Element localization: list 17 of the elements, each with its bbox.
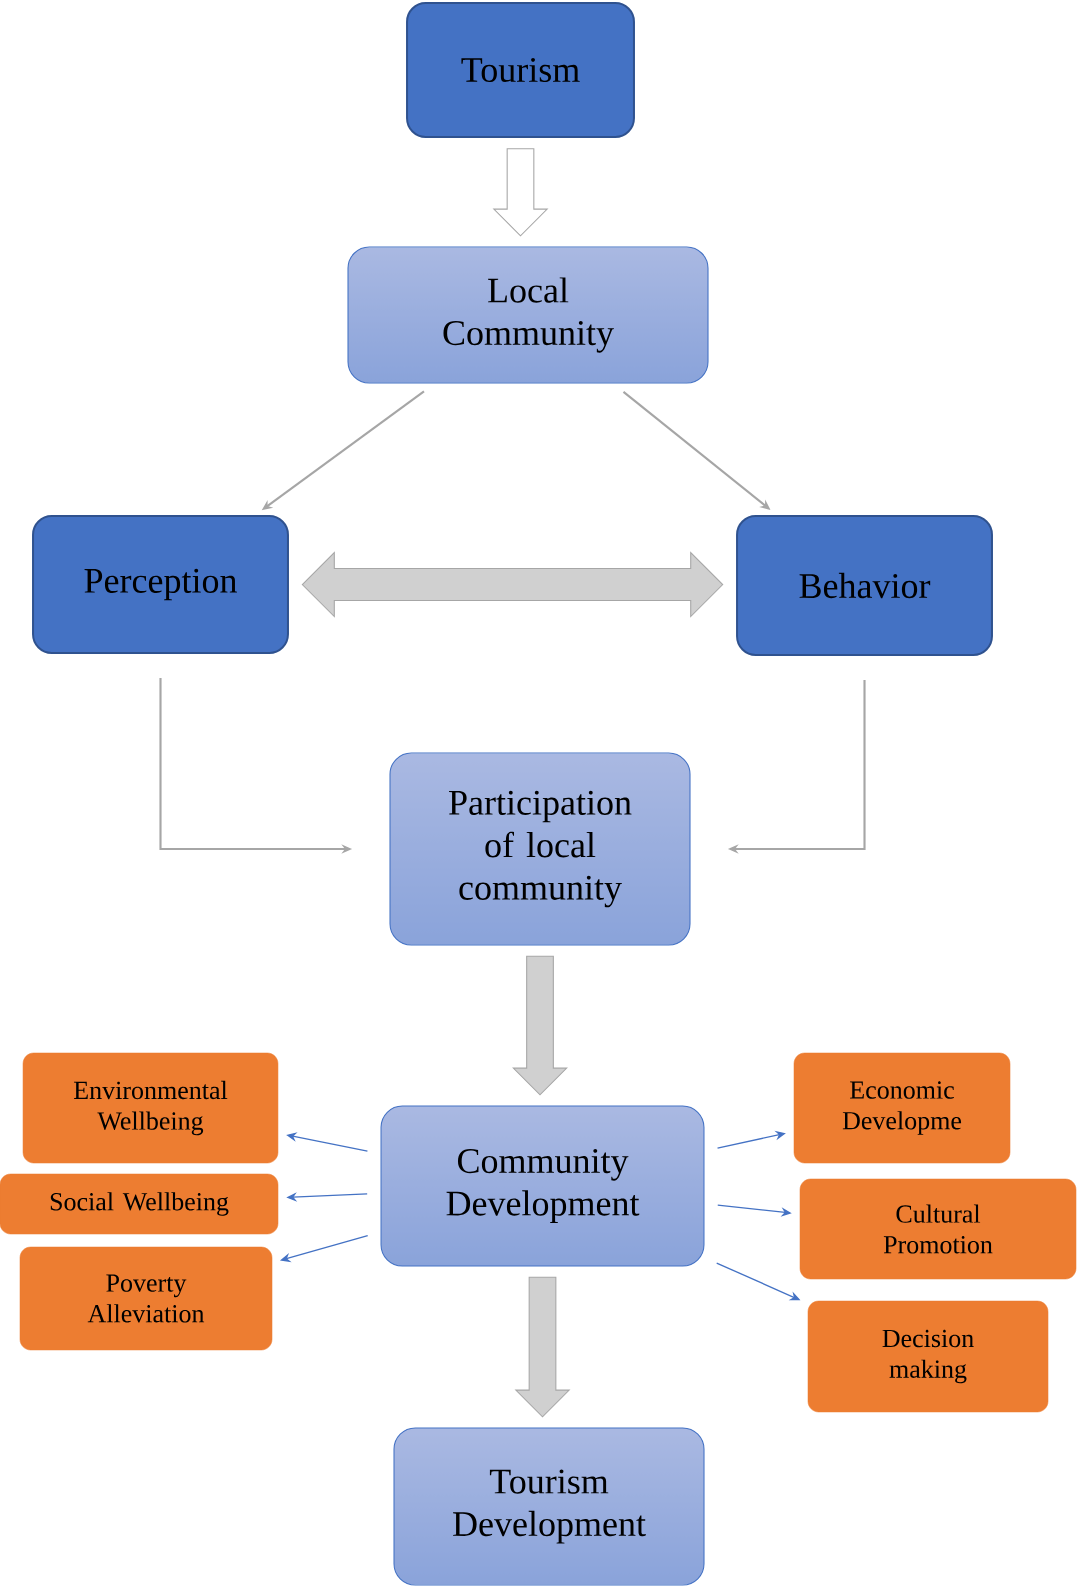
block-arrow <box>301 551 724 618</box>
block-arrow <box>514 1276 571 1418</box>
process-box: Perception <box>32 514 289 655</box>
process-box: Local Community <box>347 246 709 384</box>
process-box: Tourism Development <box>393 1427 705 1586</box>
outcome-box: Decision making <box>807 1300 1049 1413</box>
block-arrow <box>492 148 549 237</box>
process-box: Community Development <box>380 1105 705 1267</box>
process-box: Tourism <box>406 2 635 138</box>
outcome-box: Social Wellbeing <box>0 1173 279 1235</box>
process-box: Behavior <box>736 515 993 656</box>
process-box: Participation of local community <box>389 752 691 946</box>
outcome-box: Poverty Alleviation <box>19 1246 273 1351</box>
outcome-box: Cultural Promotion <box>799 1178 1077 1280</box>
outcome-box: Environmental Wellbeing <box>22 1052 279 1164</box>
block-arrow <box>512 955 568 1096</box>
outcome-box: Economic Developme <box>793 1052 1011 1164</box>
